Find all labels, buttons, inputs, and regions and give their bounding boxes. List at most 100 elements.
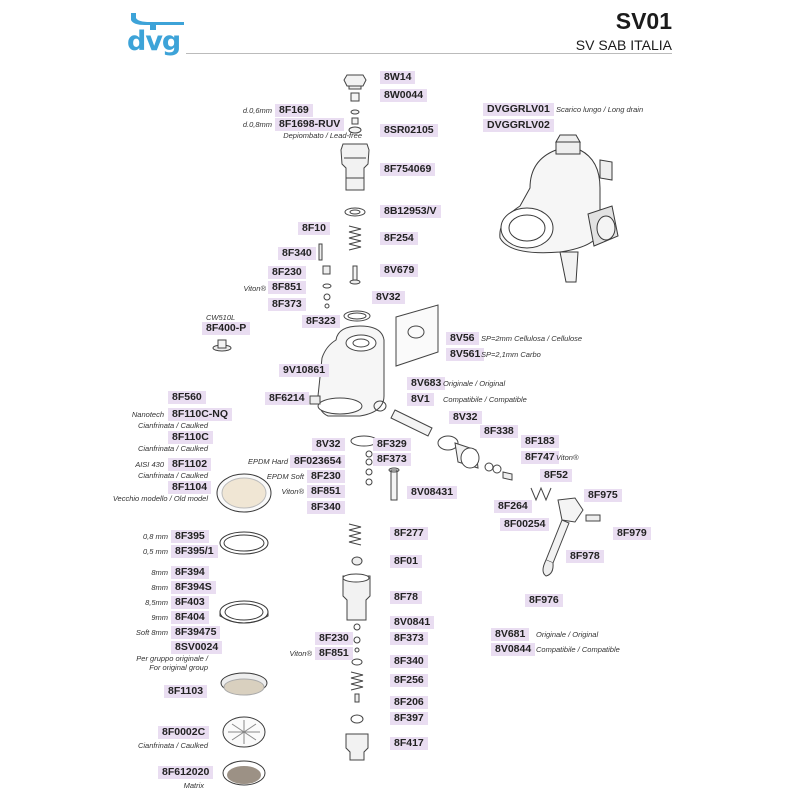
note: d.0,6mm	[242, 106, 272, 115]
part-label: 8F110C-NQ	[168, 408, 233, 421]
note: Cianfrinata / Caulked	[137, 444, 208, 453]
part-label: 8F254	[380, 232, 418, 245]
part-label: 8F612020	[158, 766, 214, 779]
part-label: 8V32	[449, 411, 482, 424]
part-label: 8V32	[372, 291, 405, 304]
note: Cianfrinata / Caulked	[137, 741, 208, 750]
part-label: 8F01	[390, 555, 422, 568]
part-label: 8F340	[307, 501, 345, 514]
part-label: 8F340	[390, 655, 428, 668]
part-label: 8F754069	[380, 163, 436, 176]
part-label: 8F395/1	[171, 545, 218, 558]
part-label: 8F340	[278, 247, 316, 260]
note: Scarico lungo / Long drain	[556, 105, 644, 114]
note: 9mm	[151, 613, 168, 622]
note: Matrix	[183, 781, 204, 790]
part-label: 8F169	[275, 104, 313, 117]
part-label: 8F747	[521, 451, 559, 464]
note: SP=2,1mm Carbo	[481, 350, 541, 359]
part-label: 8F560	[168, 391, 206, 404]
note: Viton®	[281, 487, 305, 496]
part-label: 8F851	[315, 647, 353, 660]
note: Vecchio modello / Old model	[112, 494, 208, 503]
part-label: 8F851	[307, 485, 345, 498]
part-label: 8F277	[390, 527, 428, 540]
note: 8,5mm	[145, 598, 168, 607]
part-label: 8V56	[446, 332, 479, 345]
part-label: 8F110C	[168, 431, 213, 444]
note: Originale / Original	[536, 630, 599, 639]
note: EPDM Hard	[247, 457, 288, 466]
part-label: 8F52	[540, 469, 572, 482]
part-label: 8W14	[380, 71, 416, 84]
page-subtitle: SV SAB ITALIA	[575, 37, 672, 53]
part-label: 8V0844	[491, 643, 536, 656]
part-label: 8F1103	[164, 685, 208, 698]
note: Compatibile / Compatible	[443, 395, 527, 404]
part-label: 8F417	[390, 737, 428, 750]
part-label: 8F39475	[171, 626, 221, 639]
part-label: 8V679	[380, 264, 419, 277]
part-label: 8F394S	[171, 581, 216, 594]
part-label: 8SV0024	[171, 641, 223, 654]
part-label: 8F78	[390, 591, 422, 604]
note: For original group	[149, 663, 208, 672]
note: EPDM Soft	[266, 472, 304, 481]
part-label: 8F979	[613, 527, 651, 540]
part-label: 8F230	[307, 470, 345, 483]
part-label: 8F00254	[500, 518, 550, 531]
part-label: 8SR02105	[380, 124, 438, 137]
part-label: 8F1698-RUV	[275, 118, 345, 131]
part-label: 8F373	[373, 453, 411, 466]
note: Nanotech	[131, 410, 164, 419]
part-label: 8F206	[390, 696, 428, 709]
part-label: DVGGRLV01	[483, 103, 554, 116]
part-label: 8F10	[298, 222, 330, 235]
part-label: 8F403	[171, 596, 209, 609]
note: Viton®	[243, 284, 267, 293]
note: Compatibile / Compatible	[536, 645, 620, 654]
part-label: 8F264	[494, 500, 532, 513]
part-label: 8F023654	[290, 455, 346, 468]
logo-icon	[131, 13, 184, 30]
center-column-parts	[212, 74, 601, 761]
part-label: 8V08431	[407, 486, 458, 499]
part-label: 8F338	[480, 425, 518, 438]
drain-group-drawing	[499, 134, 619, 283]
part-label: 8F404	[171, 611, 209, 624]
note: 8mm	[151, 583, 168, 592]
part-label: 8F0002C	[158, 726, 210, 739]
part-label: 8W0044	[380, 89, 428, 102]
page-title: SV01	[615, 8, 672, 34]
part-label: 8F183	[521, 435, 559, 448]
part-label: 8V681	[491, 628, 530, 641]
part-label: 8V0841	[390, 616, 435, 629]
part-label: 8V683	[407, 377, 446, 390]
part-label: 8F394	[171, 566, 209, 579]
note: Viton®	[556, 453, 579, 462]
part-label: DVGGRLV02	[483, 119, 554, 132]
part-label: 8F395	[171, 530, 209, 543]
note: Viton®	[289, 649, 313, 658]
part-label: 8F976	[525, 594, 563, 607]
note: Depiombato / Lead-free	[283, 131, 362, 140]
note: AISI 430	[135, 460, 164, 469]
note: 0,5 mm	[142, 547, 168, 556]
part-label: 8F400-P	[202, 322, 251, 335]
part-label: 8F329	[373, 438, 411, 451]
part-label: 8F1104	[168, 481, 212, 494]
note: CW510L	[206, 313, 236, 322]
part-label: 8F851	[268, 281, 306, 294]
note: SP=2mm Cellulosa / Cellulose	[481, 334, 583, 343]
part-label: 8V1	[407, 393, 434, 406]
part-label: 8F230	[315, 632, 353, 645]
part-label: 8F230	[268, 266, 306, 279]
brand-logo: dvg	[127, 26, 181, 57]
part-label: 8F323	[302, 315, 340, 328]
left-column-parts	[216, 473, 272, 786]
note: Cianfrinata / Caulked	[137, 421, 208, 430]
part-label: 8V32	[312, 438, 345, 451]
part-label: 8F6214	[265, 392, 309, 405]
part-label: 8F978	[566, 550, 604, 563]
